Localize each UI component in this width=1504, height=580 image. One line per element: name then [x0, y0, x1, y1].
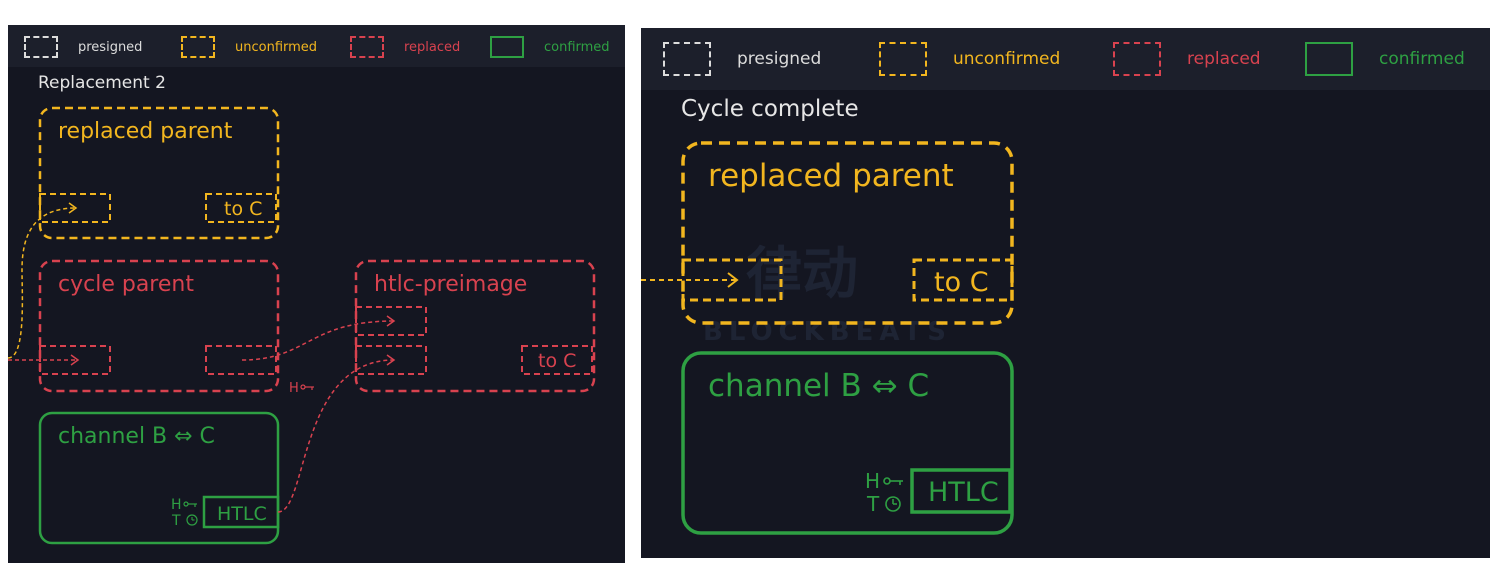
arrow-key-icon [300, 384, 314, 390]
arrowhead-red-3 [386, 354, 396, 366]
legend-confirmed-label: confirmed [544, 39, 610, 55]
legend-unconfirmed-label: unconfirmed [953, 49, 1061, 69]
legend-confirmed-label: confirmed [1379, 49, 1465, 69]
spend-arrow-red-2 [241, 320, 395, 361]
channel-title: channel B ⇔ C [708, 368, 929, 404]
clock-icon [186, 514, 198, 526]
clock-icon [885, 496, 901, 512]
replaced-parent-output [912, 258, 1014, 302]
presigned-swatch [24, 36, 58, 58]
cycle-parent-tx: cycle parent [38, 259, 280, 393]
key-icon [883, 477, 903, 485]
state-title: Replacement 2 [38, 73, 166, 93]
replaced-parent-title: replaced parent [708, 158, 954, 194]
legend-replaced: replaced [350, 36, 460, 58]
unconfirmed-swatch [879, 42, 927, 76]
spend-arrow-red-3 [277, 359, 395, 513]
legend-unconfirmed: unconfirmed [879, 42, 1060, 76]
htlc-output-label: HTLC [217, 503, 267, 525]
cycle-parent-output [205, 345, 277, 375]
htlc-preimage-output-label: to C [538, 350, 576, 372]
legend-confirmed: confirmed [1305, 42, 1465, 76]
legend-replaced: replaced [1113, 42, 1261, 76]
htlc-output [910, 468, 1012, 514]
cycle-parent-title: cycle parent [58, 272, 194, 297]
state-title: Cycle complete [681, 96, 859, 122]
confirmed-swatch [1305, 42, 1353, 76]
presigned-swatch [663, 42, 711, 76]
htlc-preimage-output [521, 345, 593, 375]
legend-bar: presigned unconfirmed replaced confirmed [8, 25, 625, 67]
arrowhead-red-2 [386, 315, 396, 327]
right-panel: presigned unconfirmed replaced confirmed… [641, 28, 1490, 558]
arrow-hash-label: H [289, 381, 299, 396]
legend-bar: presigned unconfirmed replaced confirmed [641, 28, 1490, 90]
channel-tx: channel B ⇔ C HTLC H T [681, 351, 1014, 535]
legend-presigned: presigned [24, 36, 142, 58]
legend-replaced-label: replaced [404, 39, 461, 55]
arrowhead-yellow [68, 202, 78, 214]
replaced-swatch [350, 36, 384, 58]
watermark-glyphs: 律动 [746, 242, 858, 307]
confirmed-swatch [490, 36, 524, 58]
replaced-swatch [1113, 42, 1161, 76]
replaced-parent-tx: replaced parent to C [681, 141, 1014, 325]
channel-title: channel B ⇔ C [58, 424, 215, 449]
spend-arrow-yellow [8, 207, 77, 359]
replaced-parent-output-label: to C [224, 198, 262, 220]
replaced-parent-output-label: to C [934, 267, 989, 298]
hash-label: H [171, 497, 182, 513]
replaced-parent-output [205, 193, 277, 223]
timelock-label: T [171, 513, 181, 529]
left-panel: presigned unconfirmed replaced confirmed… [8, 25, 625, 563]
replaced-parent-title: replaced parent [58, 119, 233, 144]
arrowhead-red-1 [70, 354, 80, 366]
key-icon [183, 501, 197, 507]
legend-confirmed: confirmed [490, 36, 610, 58]
hash-label: H [865, 469, 880, 493]
replaced-parent-tx: replaced parent to C [38, 106, 280, 240]
legend-unconfirmed-label: unconfirmed [235, 39, 318, 55]
timelock-label: T [866, 492, 880, 516]
channel-tx: channel B ⇔ C HTLC H T [38, 411, 280, 545]
htlc-preimage-title: htlc-preimage [374, 272, 527, 297]
htlc-preimage-tx: htlc-preimage to C [354, 259, 596, 393]
unconfirmed-swatch [181, 36, 215, 58]
legend-presigned-label: presigned [78, 39, 143, 55]
watermark: 律动 BLOCKBEATS [703, 242, 946, 347]
right-diagram: 律动 BLOCKBEATS replaced parent to C chann… [641, 141, 1014, 535]
arrowhead-yellow [727, 272, 739, 288]
left-diagram: replaced parent to C cycle parent htlc-p… [8, 106, 596, 545]
replaced-parent-input [681, 258, 783, 302]
legend-replaced-label: replaced [1187, 49, 1261, 69]
legend-presigned: presigned [663, 42, 821, 76]
htlc-preimage-input-1 [355, 306, 427, 336]
htlc-output-label: HTLC [928, 477, 999, 508]
htlc-preimage-input-2 [355, 345, 427, 375]
legend-presigned-label: presigned [737, 49, 822, 69]
replaced-parent-input [39, 193, 111, 223]
legend-unconfirmed: unconfirmed [181, 36, 317, 58]
